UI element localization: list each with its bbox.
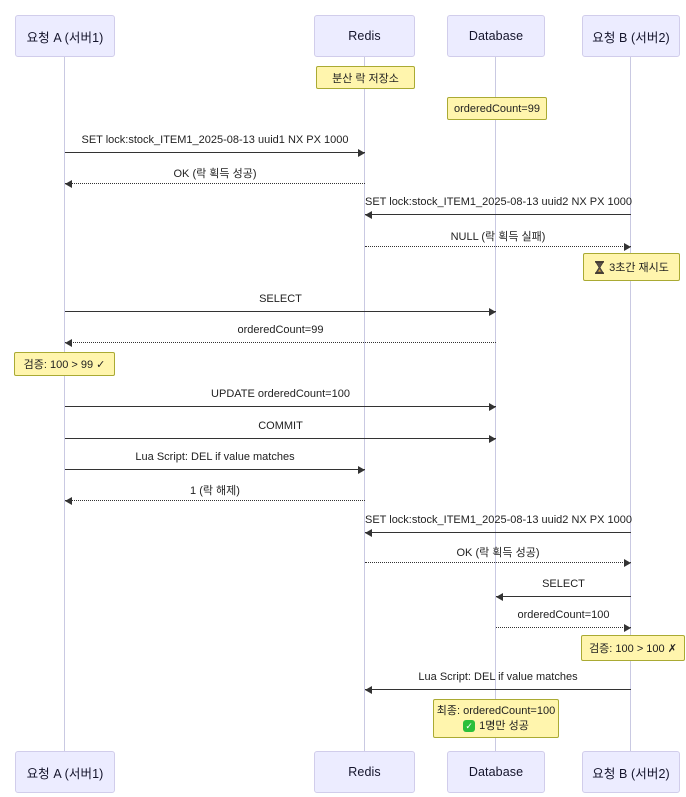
arrowhead-left-icon [365, 529, 372, 537]
message-label: Lua Script: DEL if value matches [135, 451, 295, 463]
arrowhead-left-icon [65, 180, 72, 188]
hourglass-icon [595, 260, 605, 274]
message-label: SELECT [542, 578, 585, 590]
actor-top-request-b: 요청 B (서버2) [582, 15, 680, 57]
message-set-lock-uuid2-first: SET lock:stock_ITEM1_2025-08-13 uuid2 NX… [365, 196, 633, 219]
actor-top-redis: Redis [314, 15, 415, 57]
message-label: 1 (락 해제) [190, 485, 240, 497]
arrowhead-right-icon [624, 559, 631, 567]
note-retry-3s: 3초간 재시도 [583, 253, 680, 281]
arrowhead-left-icon [496, 593, 503, 601]
message-label: SELECT [259, 293, 302, 305]
actor-label: Redis [348, 765, 381, 779]
arrowhead-right-icon [358, 466, 365, 474]
actor-bottom-redis: Redis [314, 751, 415, 793]
lifeline-request-b [630, 57, 631, 751]
lifeline-redis [364, 57, 365, 751]
arrowhead-right-icon [358, 149, 365, 157]
message-ok-lock-acquired-a: OK (락 획득 성공) [65, 166, 365, 188]
note-validate-pass: 검증: 100 > 99 ✓ [14, 352, 115, 376]
message-orderedcount-100: orderedCount=100 [496, 609, 631, 632]
note-text: 검증: 100 > 100 ✗ [589, 643, 677, 655]
actor-label: 요청 A (서버1) [26, 30, 104, 45]
message-label: OK (락 획득 성공) [456, 547, 540, 559]
message-label: SET lock:stock_ITEM1_2025-08-13 uuid2 NX… [365, 514, 633, 526]
arrowhead-left-icon [65, 497, 72, 505]
actor-label: 요청 B (서버2) [592, 30, 670, 45]
note-text: orderedCount=99 [454, 102, 540, 115]
note-validate-fail: 검증: 100 > 100 ✗ [581, 635, 685, 661]
lifeline-request-a [64, 57, 65, 751]
arrowhead-left-icon [365, 211, 372, 219]
message-label: orderedCount=100 [517, 609, 610, 621]
note-text: 분산 락 저장소 [332, 72, 399, 85]
actor-bottom-request-b: 요청 B (서버2) [582, 751, 680, 793]
message-set-lock-uuid1: SET lock:stock_ITEM1_2025-08-13 uuid1 NX… [65, 134, 365, 157]
arrowhead-right-icon [489, 308, 496, 316]
arrowhead-right-icon [489, 435, 496, 443]
message-lua-del-a: Lua Script: DEL if value matches [65, 451, 365, 474]
note-db-initial-count: orderedCount=99 [447, 97, 547, 120]
actor-top-request-a: 요청 A (서버1) [15, 15, 115, 57]
note-text: 3초간 재시도 [609, 262, 669, 274]
message-label: SET lock:stock_ITEM1_2025-08-13 uuid1 NX… [81, 134, 349, 146]
note-text-line2: 1명만 성공 [479, 719, 529, 732]
message-null-lock-failed: NULL (락 획득 실패) [365, 229, 631, 251]
message-label: UPDATE orderedCount=100 [211, 388, 350, 400]
message-label: NULL (락 획득 실패) [450, 231, 546, 243]
message-update-count: UPDATE orderedCount=100 [65, 388, 496, 411]
arrowhead-right-icon [489, 403, 496, 411]
actor-bottom-database: Database [447, 751, 545, 793]
actor-label: 요청 B (서버2) [592, 766, 670, 781]
message-label: orderedCount=99 [237, 324, 324, 336]
actor-label: Database [468, 765, 524, 779]
message-lock-released: 1 (락 해제) [65, 483, 365, 505]
note-final-result: 최종: orderedCount=100 ✓ 1명만 성공 [433, 699, 559, 738]
arrowhead-right-icon [624, 243, 631, 251]
actor-label: 요청 A (서버1) [26, 766, 104, 781]
actor-top-database: Database [447, 15, 545, 57]
note-redis-role: 분산 락 저장소 [316, 66, 415, 89]
check-icon: ✓ [463, 720, 476, 732]
note-text-line1: 최종: orderedCount=100 [436, 704, 556, 717]
message-label: SET lock:stock_ITEM1_2025-08-13 uuid2 NX… [365, 196, 633, 208]
arrowhead-left-icon [365, 686, 372, 694]
message-select-a: SELECT [65, 293, 496, 316]
message-label: OK (락 획득 성공) [173, 168, 257, 180]
note-text: 검증: 100 > 99 ✓ [23, 359, 106, 371]
message-lua-del-b: Lua Script: DEL if value matches [365, 671, 631, 694]
message-select-b: SELECT [496, 578, 631, 601]
arrowhead-right-icon [624, 624, 631, 632]
message-orderedcount-99: orderedCount=99 [65, 324, 496, 347]
actor-label: Database [468, 29, 524, 43]
arrowhead-left-icon [65, 339, 72, 347]
message-ok-lock-acquired-b: OK (락 획득 성공) [365, 545, 631, 567]
actor-bottom-request-a: 요청 A (서버1) [15, 751, 115, 793]
message-commit: COMMIT [65, 420, 496, 443]
message-set-lock-uuid2-second: SET lock:stock_ITEM1_2025-08-13 uuid2 NX… [365, 514, 633, 537]
message-label: Lua Script: DEL if value matches [418, 671, 578, 683]
actor-label: Redis [348, 29, 381, 43]
message-label: COMMIT [258, 420, 303, 432]
